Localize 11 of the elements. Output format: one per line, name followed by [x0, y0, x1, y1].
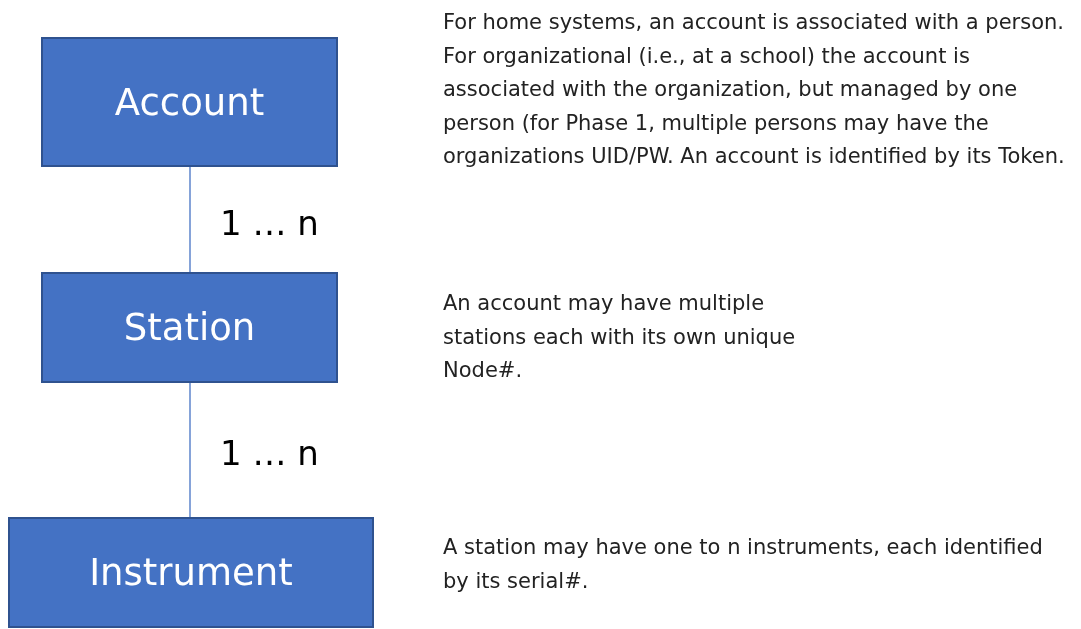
- entity-box: [8, 517, 374, 628]
- description-text: A station may have one to n instruments, each identified by its serial#.: [443, 534, 1044, 595]
- connector-line: [189, 382, 191, 518]
- entity-name: Station: [123, 306, 256, 349]
- description-text: An account may have multiple stations each with its own unique Node#.: [443, 290, 797, 384]
- entity-box: [41, 37, 338, 167]
- description-text: For home systems, an account is associated with a person. For organizational (i.e., at a school) the account is associated with the organization, but managed by one person (for Phase 1, multiple persons may have the organizations UID/PW. An account is identified by its Token.: [443, 9, 1066, 170]
- entity-box: [41, 272, 338, 383]
- connector-line: [189, 166, 191, 273]
- entity-name: Instrument: [89, 551, 293, 594]
- entity-name: Account: [114, 80, 265, 124]
